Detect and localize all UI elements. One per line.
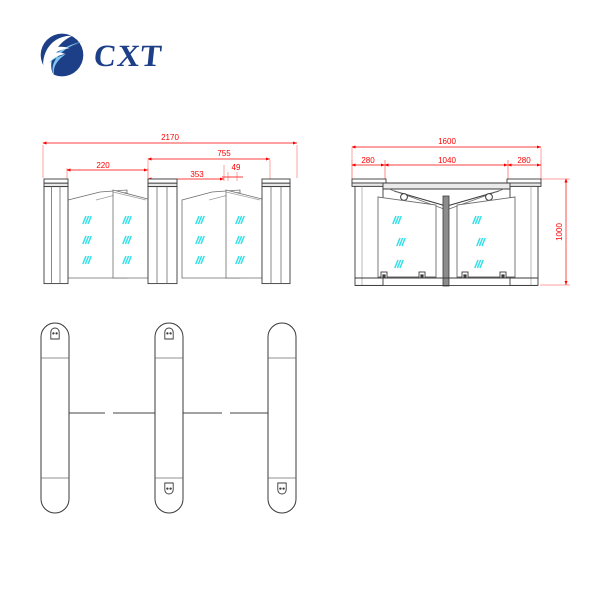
glass-clamp-icon [499, 271, 507, 279]
dim-overall-depth: 1600 [438, 137, 456, 146]
side-section-view [351, 178, 542, 287]
plan-housing-center [154, 322, 184, 514]
cxt-swoosh-globe-logo [40, 33, 86, 77]
dim-left-housing: 280 [361, 156, 375, 165]
side-section-dimensions: 1600 280 1040 280 1000 [351, 137, 570, 286]
card-reader-icon[interactable] [164, 327, 174, 340]
glass-panel-left [377, 196, 437, 278]
front-elevation-dimensions: 2170 755 220 353 49 [42, 133, 298, 181]
front-elevation-view [43, 178, 291, 285]
plan-housing-left [40, 322, 70, 514]
card-reader-icon[interactable] [164, 482, 174, 495]
dim-pillar-width: 220 [96, 161, 110, 170]
pillar-center [147, 178, 178, 285]
dim-gate-span: 755 [217, 149, 231, 158]
dim-lane-width: 353 [190, 170, 204, 179]
dim-clear-opening: 1040 [438, 156, 456, 165]
dim-overall-height: 1000 [555, 223, 564, 241]
brand-logo: CXT [36, 28, 196, 82]
card-reader-icon[interactable] [50, 327, 60, 340]
glass-clamp-icon [461, 271, 469, 279]
glass-clamp-icon [380, 271, 388, 279]
pillar-left [43, 178, 69, 285]
glass-leaf-2 [112, 189, 149, 279]
dim-gap: 49 [232, 163, 241, 172]
card-reader-icon[interactable] [277, 482, 287, 495]
dim-overall-width: 2170 [161, 133, 179, 142]
glass-panel-right [456, 196, 516, 278]
glass-leaf-4 [225, 189, 263, 279]
glass-clamp-icon [418, 271, 426, 279]
plan-housing-right [267, 322, 297, 514]
plan-view [40, 322, 297, 514]
pillar-right [261, 178, 291, 285]
dim-right-housing: 280 [517, 156, 531, 165]
